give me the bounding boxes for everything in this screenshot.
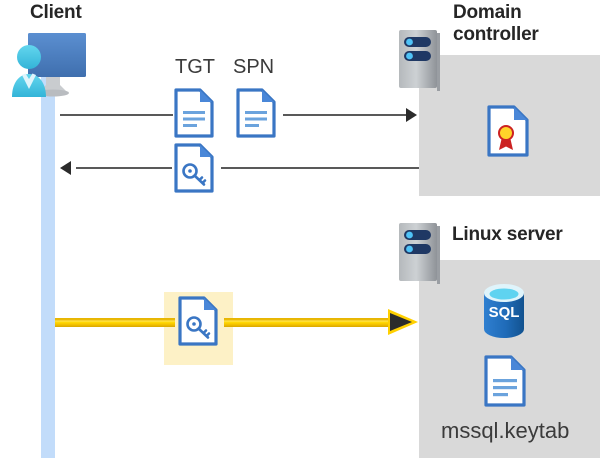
linux-server-server-rack-icon bbox=[398, 222, 440, 284]
response-line-right bbox=[221, 167, 419, 169]
service-ticket-line-right bbox=[224, 318, 391, 327]
client-computer-user-icon bbox=[8, 27, 94, 99]
tgt-label: TGT bbox=[175, 56, 215, 78]
domain-controller-server-rack-icon bbox=[398, 29, 440, 91]
service-ticket-arrowhead bbox=[388, 309, 418, 335]
request-arrowhead bbox=[406, 108, 417, 122]
service-ticket-key-document-icon bbox=[178, 296, 218, 346]
certificate-document-icon bbox=[487, 105, 529, 157]
keytab-file-label: mssql.keytab bbox=[441, 418, 570, 443]
response-line-left bbox=[76, 167, 172, 169]
keytab-document-icon bbox=[484, 355, 526, 407]
sql-icon-text: SQL bbox=[489, 304, 520, 321]
tgt-document-icon bbox=[174, 88, 214, 138]
service-ticket-line-left bbox=[55, 318, 175, 327]
spn-document-icon bbox=[236, 88, 276, 138]
response-key-document-icon bbox=[174, 143, 214, 193]
response-arrowhead bbox=[60, 161, 71, 175]
client-lifeline bbox=[41, 70, 55, 458]
linux-server-label: Linux server bbox=[452, 224, 563, 245]
sql-database-icon: SQL bbox=[480, 284, 528, 338]
request-line-left bbox=[60, 114, 173, 116]
request-line-right bbox=[283, 114, 410, 116]
client-label: Client bbox=[30, 2, 82, 23]
spn-label: SPN bbox=[233, 56, 275, 78]
domain-controller-label: Domain controller bbox=[453, 2, 539, 46]
